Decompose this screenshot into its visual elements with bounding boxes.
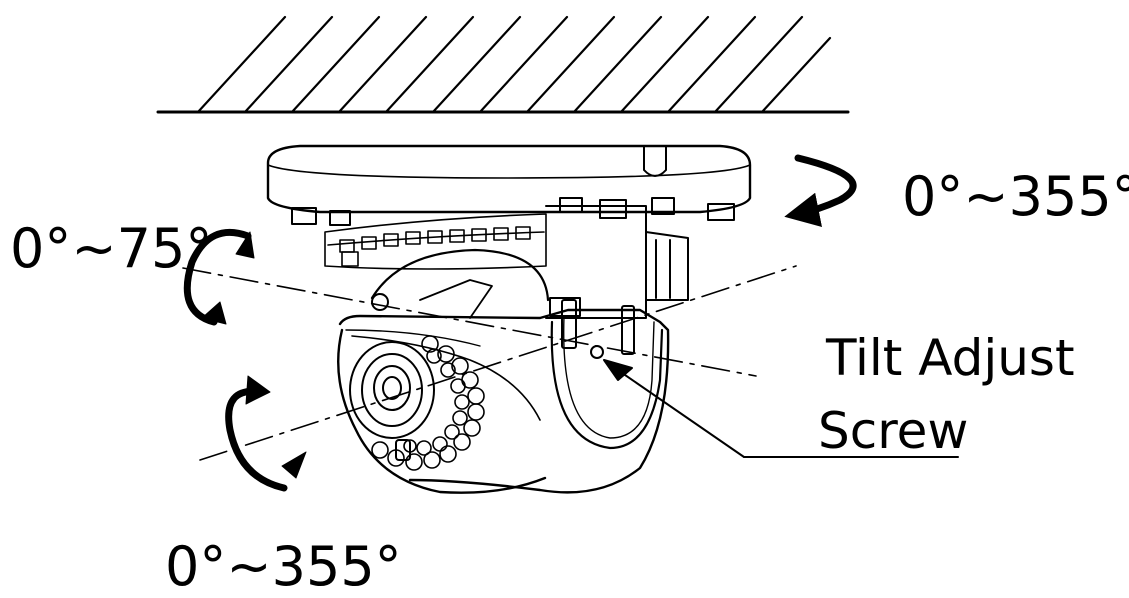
ceiling-hatch: [196, 15, 832, 114]
pointer-arrow-icon: [603, 359, 633, 381]
axis-lines: [182, 265, 797, 461]
tilt-range-label: 0°~75°: [10, 217, 213, 280]
lens-assembly: [349, 335, 485, 471]
pan-range-label: 0°~355°: [902, 165, 1129, 228]
ceiling: [156, 15, 850, 114]
rotation-arrow-icon: [225, 375, 307, 492]
camera-ball: [337, 248, 670, 494]
tilt-screw-label-line1: Tilt Adjust: [826, 329, 1075, 387]
screw-leader: [603, 359, 959, 458]
ir-led-ring: [371, 335, 485, 471]
rotation-range-label: 0°~355°: [165, 535, 402, 598]
tilt-screw-label-line2: Screw: [818, 402, 969, 460]
bracket: [545, 205, 689, 319]
base-plate: [266, 144, 752, 226]
pan-arrow-icon: [784, 154, 857, 228]
tilt-arrow-icon: [183, 228, 255, 326]
mount-ring: [324, 213, 547, 270]
